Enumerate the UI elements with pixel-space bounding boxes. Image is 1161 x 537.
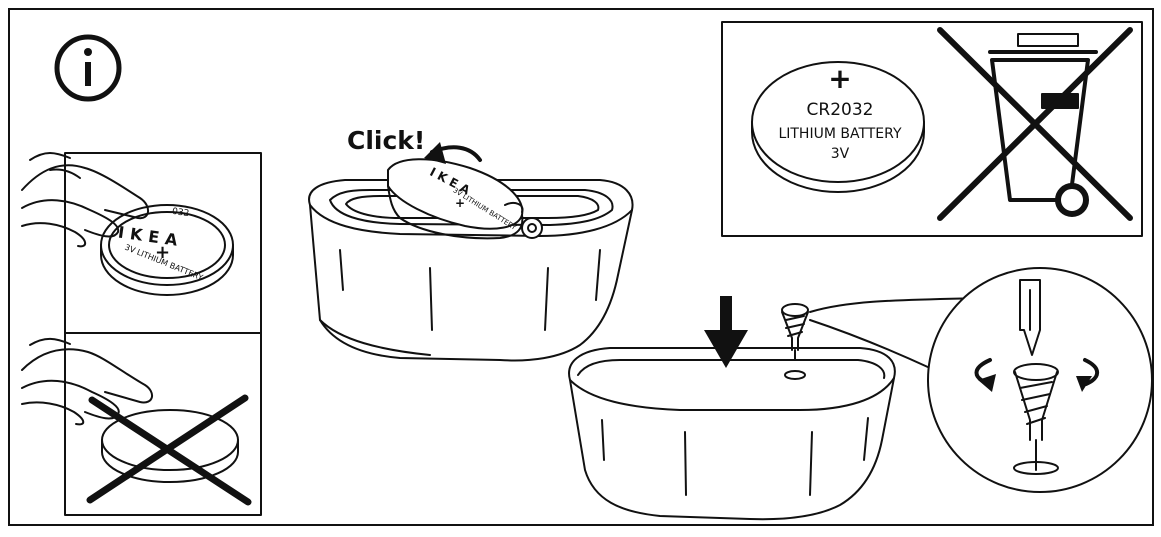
- open-case-illustration: [308, 179, 634, 362]
- battery-model-label: CR2032: [806, 100, 874, 120]
- coin-battery-installing: [387, 158, 543, 240]
- closed-case-illustration: [568, 347, 896, 521]
- crossed-out-wheelie-bin-icon: [937, 27, 1133, 221]
- battery-voltage-label: 3V: [830, 146, 850, 162]
- hand-wrong-icon: [21, 337, 153, 426]
- down-arrow-icon: [704, 296, 748, 368]
- click-label: Click!: [347, 126, 426, 155]
- rotate-arrow-icon: [424, 142, 482, 164]
- battery-type-label: LITHIUM BATTERY: [778, 126, 902, 142]
- cross-out-icon: [86, 394, 252, 506]
- coin-polarity-label: +: [155, 242, 171, 263]
- coin-battery-correct: [100, 204, 234, 296]
- disposal-panel: [721, 21, 1143, 237]
- screw-detail-circle: [927, 267, 1153, 493]
- coin-installed-polarity-label: +: [455, 196, 466, 210]
- zoom-line-top: [809, 297, 986, 313]
- wrong-grip-panel: [64, 332, 262, 516]
- battery-polarity-label: +: [828, 62, 852, 95]
- info-circle-icon: [54, 34, 122, 102]
- screw-icon: [781, 303, 809, 380]
- rotate-arrow-icon: [974, 358, 1100, 392]
- cr2032-battery-drawing: [751, 61, 925, 193]
- hand-correct-icon: [21, 152, 149, 248]
- zoom-line-bottom: [809, 319, 931, 369]
